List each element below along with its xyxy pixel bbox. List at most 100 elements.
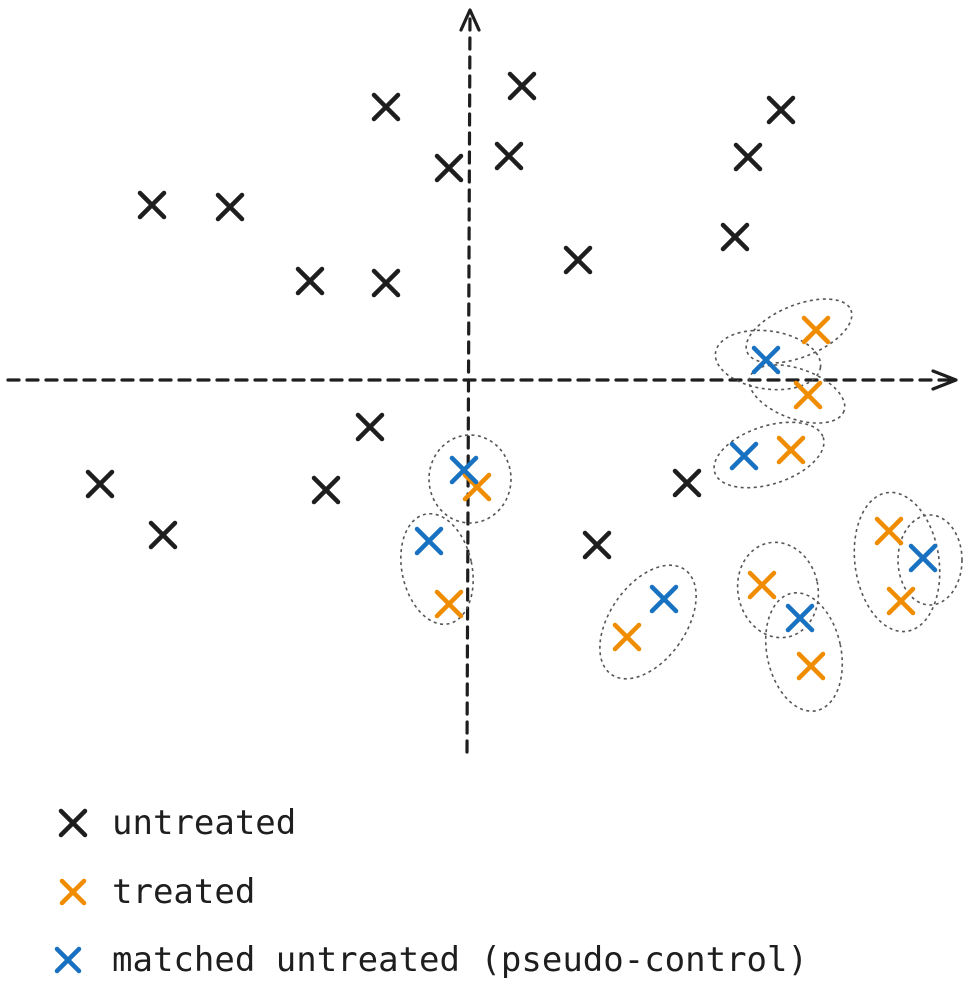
- legend-item-matched: matched untreated (pseudo-control): [54, 940, 808, 980]
- cross-stroke: [137, 190, 167, 220]
- cross-stroke: [886, 586, 916, 616]
- match-ring: [897, 514, 963, 606]
- point-matched: [449, 455, 479, 485]
- legend-marker-treated: [59, 878, 87, 906]
- cross-stroke: [58, 808, 88, 838]
- cross-stroke: [729, 441, 759, 471]
- cross-stroke: [751, 345, 781, 375]
- match-ring: [748, 364, 846, 424]
- y-axis-arrow: [459, 8, 481, 32]
- point-untreated: [85, 469, 115, 499]
- point-untreated: [582, 530, 612, 560]
- cross-stroke: [215, 192, 245, 222]
- cross-stroke: [766, 95, 796, 125]
- point-untreated: [371, 268, 401, 298]
- cross-stroke: [85, 469, 115, 499]
- cross-stroke: [449, 455, 479, 485]
- cross-stroke: [371, 268, 401, 298]
- cross-stroke: [801, 315, 831, 345]
- point-treated: [796, 651, 826, 681]
- point-untreated: [766, 95, 796, 125]
- point-untreated: [148, 520, 178, 550]
- match-ring: [745, 298, 853, 364]
- point-untreated: [494, 141, 524, 171]
- legend: untreated treated matched untreated (pse…: [54, 803, 808, 980]
- cross-stroke: [494, 141, 524, 171]
- point-untreated: [720, 222, 750, 252]
- point-treated: [747, 570, 777, 600]
- point-treated: [612, 622, 642, 652]
- point-untreated: [563, 245, 593, 275]
- cross-stroke: [582, 530, 612, 560]
- point-treated: [801, 315, 831, 345]
- cross-stroke: [148, 520, 178, 550]
- point-untreated: [672, 468, 702, 498]
- match-ring: [853, 491, 941, 633]
- legend-item-untreated: untreated: [58, 803, 296, 843]
- match-ring: [428, 434, 512, 524]
- cross-stroke: [54, 946, 82, 974]
- point-matched: [414, 526, 444, 556]
- legend-item-treated: treated: [59, 872, 255, 912]
- point-untreated: [371, 92, 401, 122]
- cross-stroke: [612, 622, 642, 652]
- point-untreated: [137, 190, 167, 220]
- point-untreated: [434, 153, 464, 183]
- cross-stroke: [785, 603, 815, 633]
- cross-stroke: [672, 468, 702, 498]
- point-treated: [886, 586, 916, 616]
- match-ring: [736, 541, 820, 639]
- cross-stroke: [295, 266, 325, 296]
- cross-stroke: [59, 878, 87, 906]
- scatter-marks: [85, 71, 938, 681]
- x-axis-arrow: [931, 369, 958, 391]
- cross-stroke: [507, 71, 537, 101]
- cross-stroke: [874, 516, 904, 546]
- point-matched: [908, 543, 938, 573]
- point-matched: [785, 603, 815, 633]
- y-axis: [465, 12, 472, 754]
- cross-stroke: [796, 651, 826, 681]
- point-untreated: [733, 142, 763, 172]
- cross-stroke: [733, 142, 763, 172]
- legend-label-matched: matched untreated (pseudo-control): [112, 940, 808, 980]
- cross-stroke: [434, 153, 464, 183]
- point-matched: [751, 345, 781, 375]
- point-untreated: [311, 475, 341, 505]
- point-matched: [649, 584, 679, 614]
- cross-stroke: [371, 92, 401, 122]
- cross-stroke: [720, 222, 750, 252]
- match-ring: [400, 512, 474, 626]
- legend-label-untreated: untreated: [112, 803, 296, 843]
- point-treated: [874, 516, 904, 546]
- cross-stroke: [563, 245, 593, 275]
- point-untreated: [215, 192, 245, 222]
- point-treated: [434, 589, 464, 619]
- cross-stroke: [793, 380, 823, 410]
- match-ring: [599, 564, 697, 680]
- point-treated: [462, 472, 492, 502]
- cross-stroke: [355, 412, 385, 442]
- point-treated: [776, 435, 806, 465]
- match-rings: [400, 298, 963, 712]
- cross-stroke: [908, 543, 938, 573]
- match-ring: [714, 329, 822, 391]
- legend-marker-matched: [54, 946, 82, 974]
- point-treated: [793, 380, 823, 410]
- cross-stroke: [747, 570, 777, 600]
- legend-label-treated: treated: [112, 872, 255, 912]
- cross-stroke: [311, 475, 341, 505]
- cross-stroke: [776, 435, 806, 465]
- cross-stroke: [462, 472, 492, 502]
- point-matched: [729, 441, 759, 471]
- point-untreated: [355, 412, 385, 442]
- axes: [6, 8, 958, 754]
- point-untreated: [507, 71, 537, 101]
- cross-stroke: [414, 526, 444, 556]
- match-ring: [764, 592, 844, 712]
- legend-marker-untreated: [58, 808, 88, 838]
- cross-stroke: [434, 589, 464, 619]
- cross-stroke: [649, 584, 679, 614]
- point-untreated: [295, 266, 325, 296]
